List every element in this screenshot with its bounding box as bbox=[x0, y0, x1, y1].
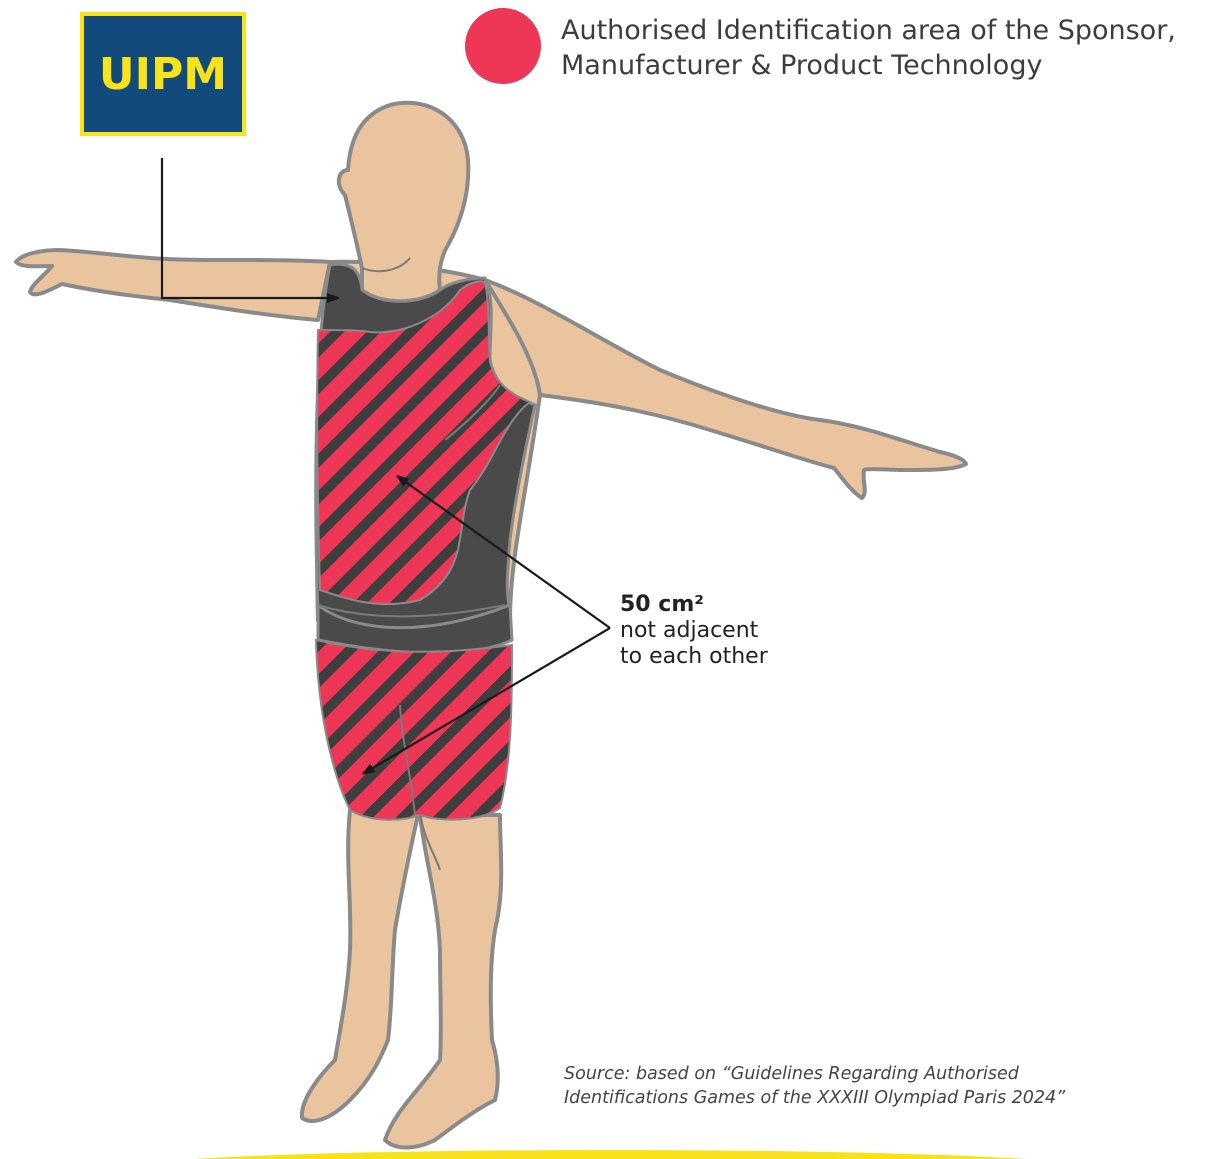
legend-line-2: Manufacturer & Product Technology bbox=[561, 48, 1221, 83]
area-callout: 50 cm² not adjacent to each other bbox=[620, 592, 860, 670]
ground-shadow bbox=[130, 1150, 1090, 1159]
legend-label: Authorised Identification area of the Sp… bbox=[561, 13, 1221, 83]
legend-line-1: Authorised Identification area of the Sp… bbox=[561, 13, 1221, 48]
callout-line-2: to each other bbox=[620, 644, 860, 670]
source-line-2: Identifications Games of the XXXIII Olym… bbox=[564, 1086, 1204, 1110]
red-circle-icon bbox=[465, 8, 541, 84]
source-line-1: Source: based on “Guidelines Regarding A… bbox=[564, 1062, 1204, 1086]
left-arm bbox=[16, 250, 330, 320]
callout-line-1: not adjacent bbox=[620, 618, 860, 644]
uipm-logo: UIPM bbox=[80, 12, 246, 136]
area-size: 50 cm² bbox=[620, 592, 860, 618]
source-note: Source: based on “Guidelines Regarding A… bbox=[564, 1062, 1204, 1110]
uipm-logo-text: UIPM bbox=[99, 49, 227, 100]
lower-identification-area bbox=[316, 640, 512, 820]
right-arm bbox=[485, 280, 966, 498]
left-leg bbox=[302, 810, 418, 1121]
